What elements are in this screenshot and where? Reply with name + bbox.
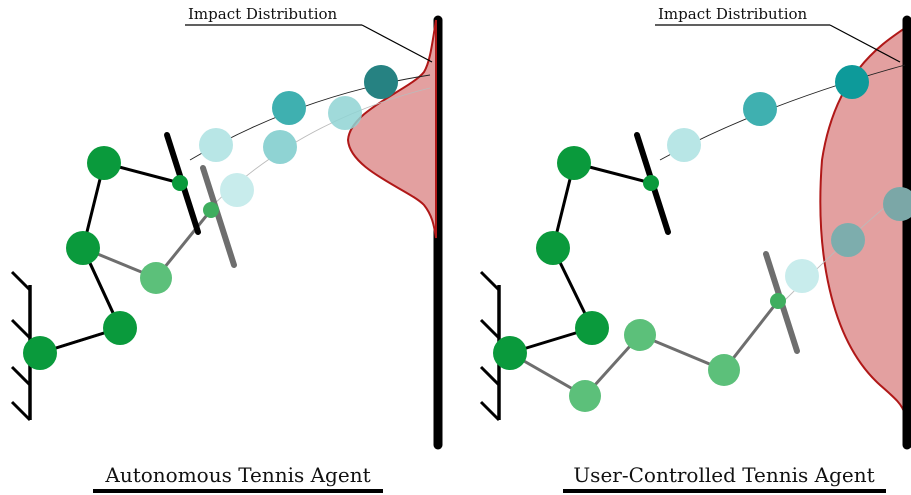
panel-title: Autonomous Tennis Agent [104,463,370,487]
annotation-leader [829,24,901,63]
base-hatch [10,365,32,387]
joint [575,311,609,345]
joint [557,146,591,180]
panel-user-controlled: Impact Distribution User-Controlled Tenn… [479,5,911,493]
impact-distribution-curve [819,26,906,416]
joint [536,231,570,265]
ball [220,173,254,207]
panel-title: User-Controlled Tennis Agent [573,463,874,487]
ball [263,130,297,164]
end-effector [172,175,188,191]
base-hatch [479,400,501,422]
impact-distribution-curve [346,19,437,239]
ball-overlap [831,223,865,257]
annotation-label: Impact Distribution [188,5,338,23]
ball [667,128,701,162]
ball [785,259,819,293]
ghost-end-effector [770,293,786,309]
end-effector [643,175,659,191]
ball-overlap [883,187,911,221]
joint [493,336,527,370]
ball [272,91,306,125]
ball-overlap [364,65,398,99]
joint [66,231,100,265]
base-hatch [10,318,32,340]
base-hatch [479,318,501,340]
joint [87,146,121,180]
base-hatch [479,270,501,292]
annotation-label: Impact Distribution [658,5,808,23]
ball [835,65,869,99]
ghost-joint [708,354,740,386]
ball [199,128,233,162]
ball [743,92,777,126]
base-hatch [10,400,32,422]
ball [883,187,911,221]
panel-autonomous: Impact Distribution Autonomous Tennis Ag… [10,5,443,493]
joint [23,336,57,370]
ghost-joint [624,319,656,351]
ghost-end-effector [203,202,219,218]
joint [103,311,137,345]
base-hatch [479,365,501,387]
ball [328,96,362,130]
ghost-joint [569,380,601,412]
annotation-leader [361,24,433,63]
base-hatch [10,270,32,292]
ball [831,223,865,257]
ball [364,65,398,99]
ghost-joint [140,262,172,294]
ghost-racket [200,165,237,268]
